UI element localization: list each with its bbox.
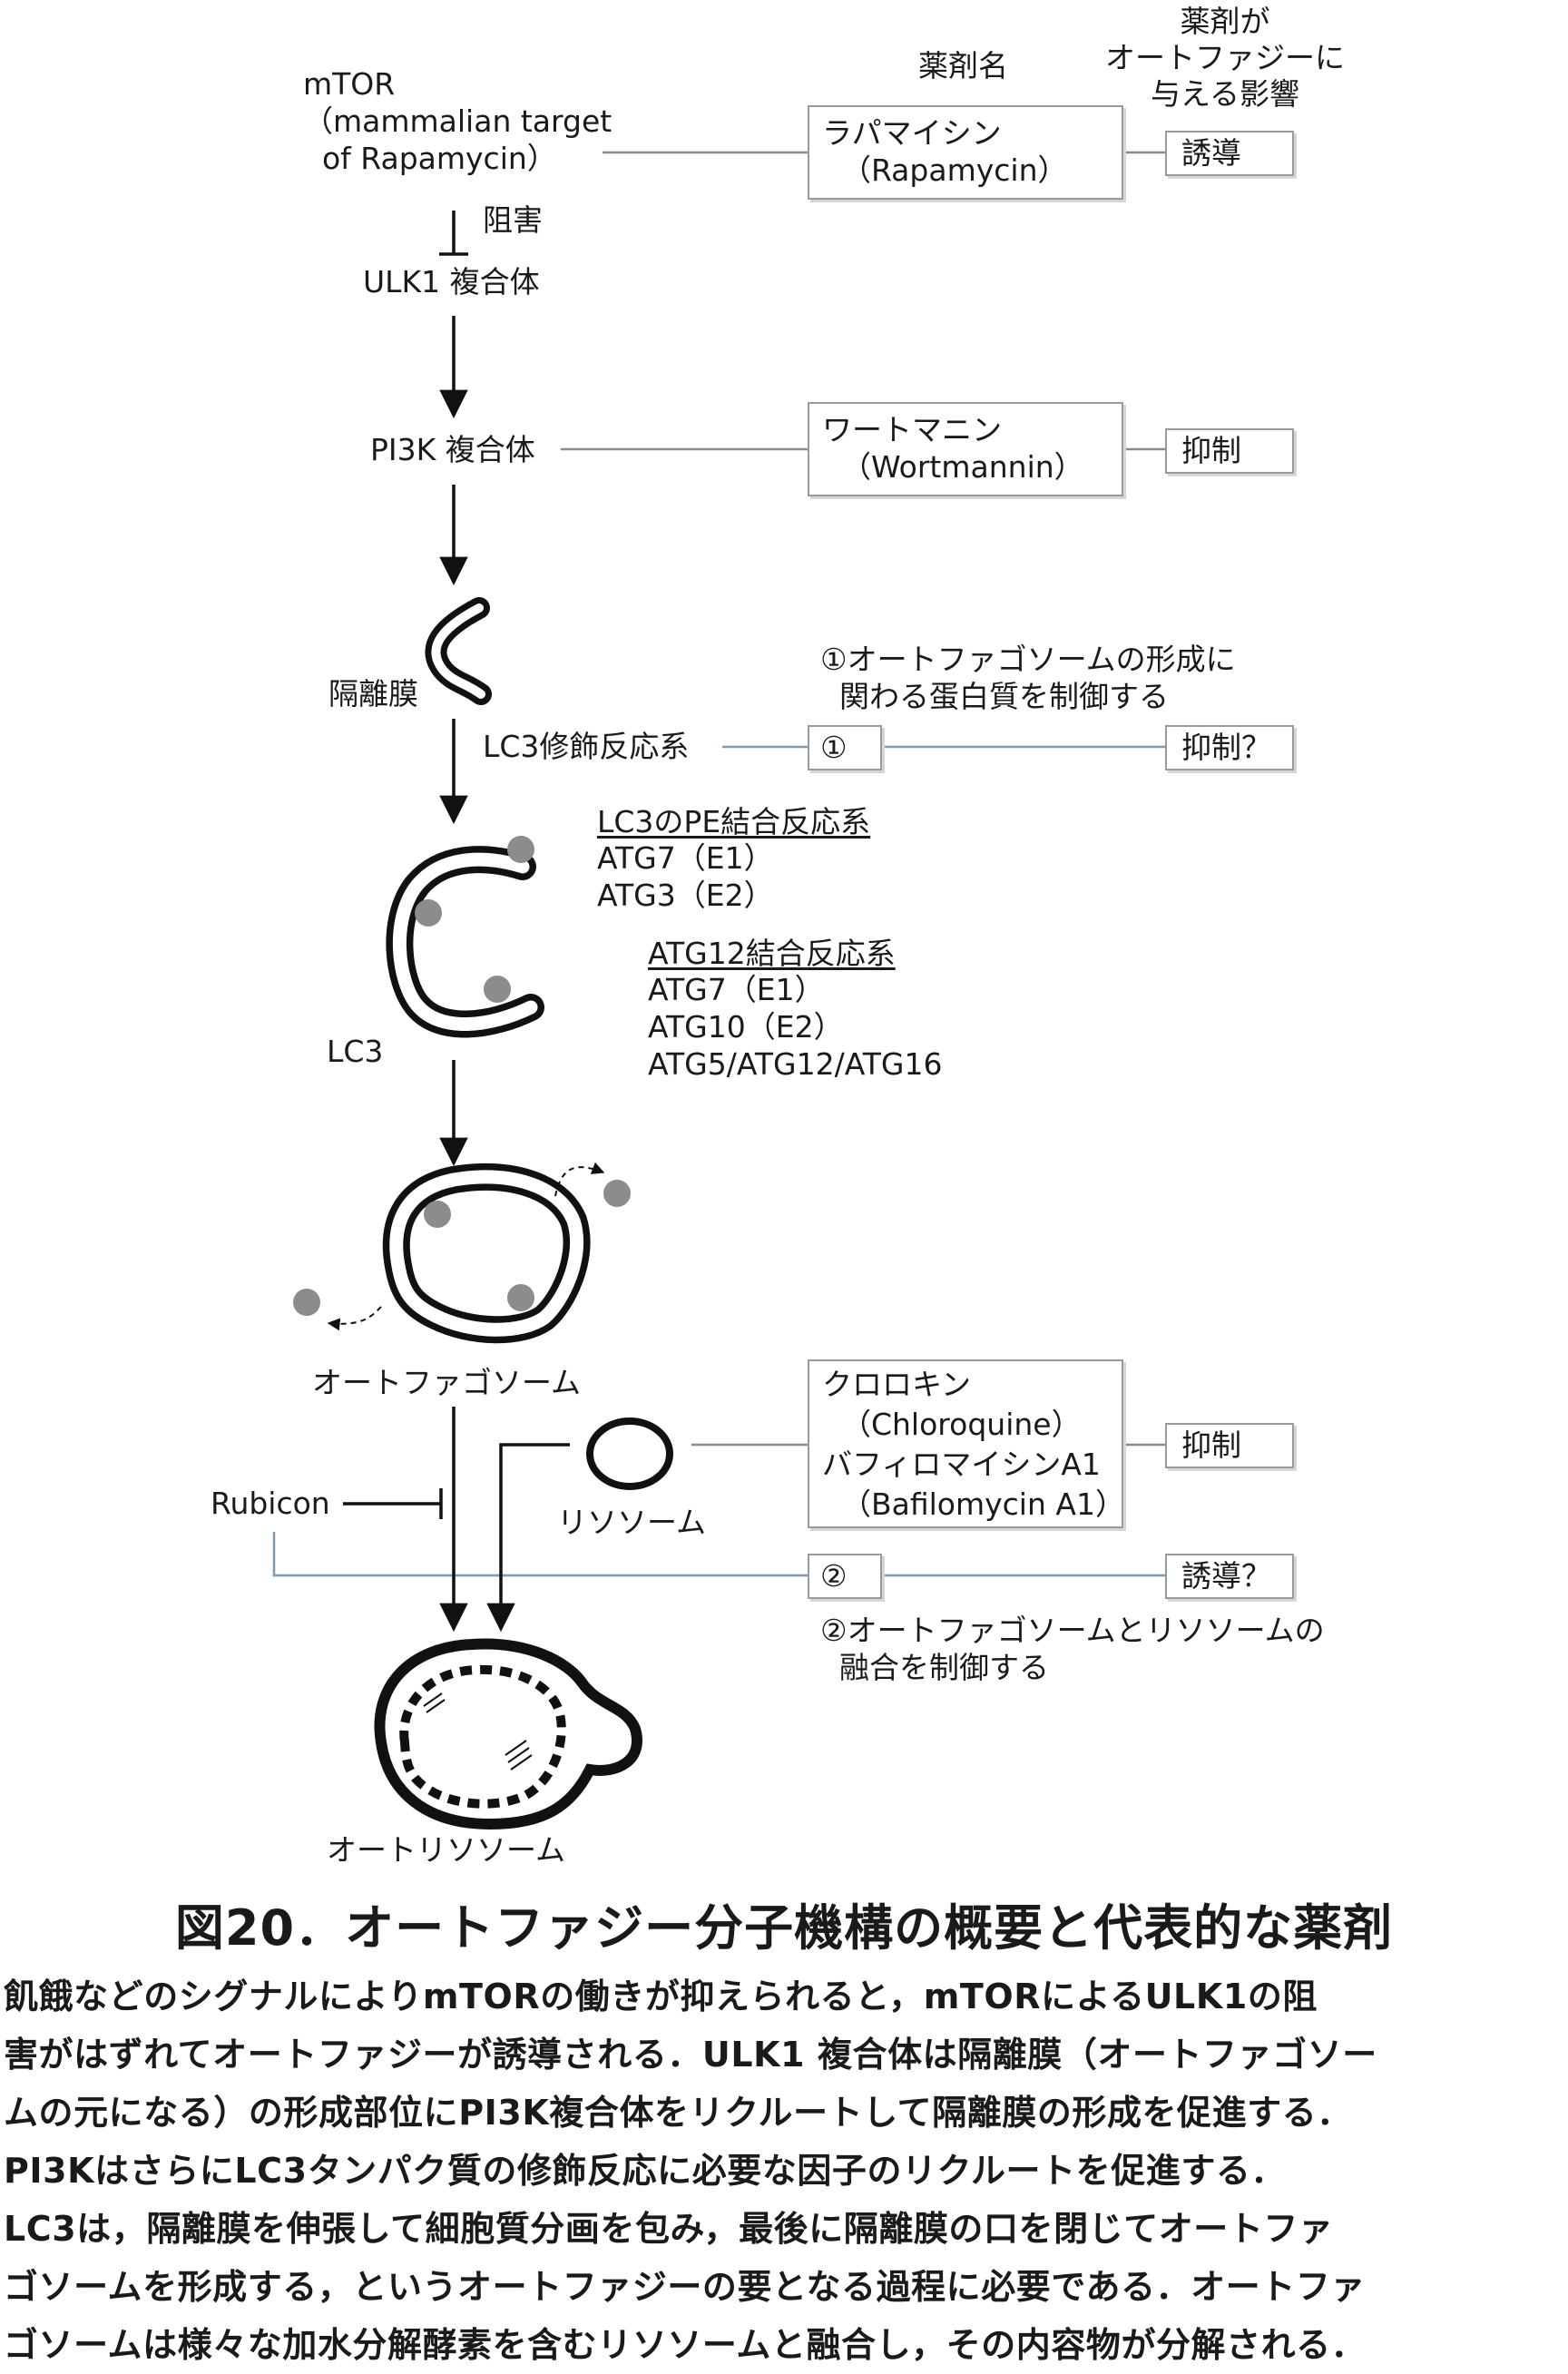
caption-line: ゴソームを形成する，というオートファジーの要となる過程に必要である．オートファ <box>4 2267 1366 2307</box>
autolysosome-shape <box>374 1638 642 1830</box>
drug-connectors <box>561 151 1165 1447</box>
ulk1-complex-label: ULK1 複合体 <box>363 264 540 299</box>
caption-line: 害がはずれてオートファジーが誘導される．ULK1 複合体は隔離膜（オートファゴソ… <box>4 2035 1377 2075</box>
lc3-granule <box>415 899 442 927</box>
rapamycin-box: ラパマイシン （Rapamycin） <box>808 105 1123 200</box>
note-2: ②オートファゴソームとリソソームの 融合を制御する <box>820 1613 1325 1685</box>
chloroquine-label: クロロキン （Chloroquine） バフィロマイシンA1 （Bafilomy… <box>822 1367 1125 1522</box>
isolation-membrane-label: 隔離膜 <box>328 676 418 711</box>
wortmannin-label: ワートマニン （Wortmannin） <box>822 412 1084 485</box>
lc3-granule <box>507 836 534 863</box>
effect-suppress-question-label: 抑制？ <box>1181 730 1271 765</box>
effect-suppress-box: 抑制 <box>1165 428 1294 474</box>
effect-induce-box: 誘導 <box>1165 131 1294 176</box>
effect-induce-label: 誘導 <box>1181 135 1241 171</box>
effect-suppress-lysosome-label: 抑制 <box>1181 1427 1241 1463</box>
rubicon-label: Rubicon <box>211 1486 330 1521</box>
pathway-arrows <box>343 211 570 1633</box>
marker-1-box: ① <box>808 725 882 770</box>
caption-line: LC3は，隔離膜を伸張して細胞質分画を包み，最後に隔離膜の口を閉じてオートファ <box>4 2209 1334 2249</box>
lc3-granule <box>293 1289 320 1316</box>
autophagy-diagram: 薬剤名 薬剤が オートファジーに 与える影響 mTOR （mammalian t… <box>211 4 1345 1868</box>
regulation-lines <box>272 745 1165 1577</box>
note-1: ①オートファゴソームの形成に 関わる蛋白質を制御する <box>820 642 1236 714</box>
figure-title: 図20．オートファジー分子機構の概要と代表的な薬剤 <box>174 1899 1394 1957</box>
lc3-granule <box>603 1180 631 1207</box>
effect-suppress-lysosome-box: 抑制 <box>1165 1423 1294 1468</box>
lc3-granule <box>484 976 511 1003</box>
marker-2-label: ② <box>820 1558 848 1594</box>
effect-induce-question-box: 誘導？ <box>1165 1554 1294 1599</box>
effect-induce-question-label: 誘導？ <box>1181 1558 1271 1594</box>
effect-suppress-question-box: 抑制？ <box>1165 725 1294 770</box>
pe-conjugation-enzymes: ATG7（E1） ATG3（E2） <box>597 840 774 913</box>
drug-name-header: 薬剤名 <box>918 48 1008 83</box>
atg12-conjugation-title: ATG12結合反応系 <box>648 936 896 971</box>
lc3-modification-label: LC3修飾反応系 <box>483 729 690 764</box>
mtor-label: mTOR （mammalian target of Rapamycin） <box>303 66 612 176</box>
autophagosome-label: オートファゴソーム <box>312 1365 582 1400</box>
figure-caption: 飢餓などのシグナルによりmTORの働きが抑えられると，mTORによるULK1の阻… <box>4 1967 1564 2374</box>
atg12-conjugation-enzymes: ATG7（E1） ATG10（E2） ATG5/ATG12/ATG16 <box>648 972 943 1082</box>
elongating-membrane-shape <box>386 846 544 1038</box>
wortmannin-box: ワートマニン （Wortmannin） <box>808 402 1123 496</box>
lc3-granule <box>424 1201 451 1228</box>
marker-1-label: ① <box>820 730 848 765</box>
release-arrows <box>327 1162 605 1331</box>
pe-conjugation-title: LC3のPE結合反応系 <box>597 804 871 839</box>
caption-line: ゴソームは様々な加水分解酵素を含むリソソームと融合し，その内容物が分解される． <box>4 2325 1367 2365</box>
diagram-artwork <box>272 151 1165 1830</box>
pi3k-complex-label: PI3K 複合体 <box>370 432 535 467</box>
caption-line: ムの元になる）の形成部位にPI3K複合体をリクルートして隔離膜の形成を促進する． <box>4 2093 1352 2133</box>
lc3-label: LC3 <box>327 1034 384 1069</box>
lc3-granules <box>293 836 631 1316</box>
rapamycin-label: ラパマイシン （Rapamycin） <box>822 115 1068 188</box>
effect-header: 薬剤が オートファジーに 与える影響 <box>1105 4 1345 112</box>
inhibit-label: 阻害 <box>483 202 543 238</box>
lysosome-label: リソソーム <box>557 1505 707 1540</box>
autophagosome-shape <box>382 1163 591 1344</box>
caption-line: 飢餓などのシグナルによりmTORの働きが抑えられると，mTORによるULK1の阻 <box>4 1977 1318 2016</box>
lc3-granule <box>507 1284 534 1311</box>
isolation-membrane-shape <box>425 597 492 705</box>
marker-2-box: ② <box>808 1554 882 1599</box>
caption-line: PI3KはさらにLC3タンパク質の修飾反応に必要な因子のリクルートを促進する． <box>4 2151 1286 2191</box>
lysosome-shape <box>586 1418 673 1490</box>
chloroquine-box: クロロキン （Chloroquine） バフィロマイシンA1 （Bafilomy… <box>808 1359 1125 1528</box>
autolysosome-label: オートリソソーム <box>327 1832 566 1868</box>
effect-suppress-label: 抑制 <box>1181 433 1241 468</box>
